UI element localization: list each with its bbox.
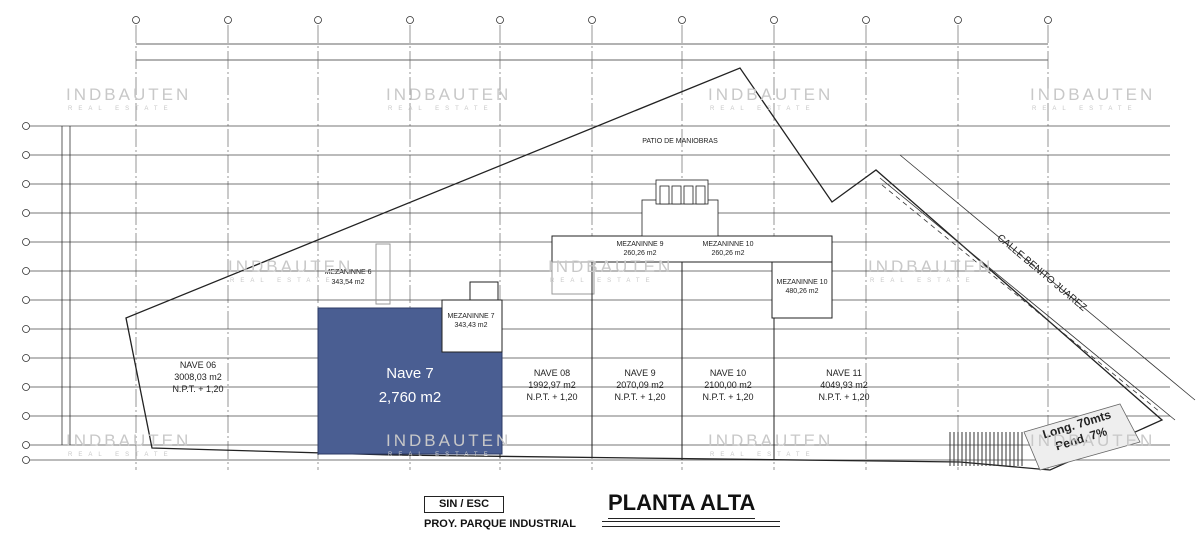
- nave-9-label: NAVE 9 2070,09 m2 N.P.T. + 1,20: [614, 368, 665, 402]
- nave-9-npt: N.P.T. + 1,20: [614, 392, 665, 402]
- watermarks: INDBAUTEN REAL ESTATE INDBAUTEN REAL EST…: [66, 85, 1155, 458]
- svg-text:343,43 m2: 343,43 m2: [454, 322, 487, 329]
- svg-text:INDBAUTEN: INDBAUTEN: [1030, 431, 1155, 450]
- svg-text:260,26 m2: 260,26 m2: [623, 250, 656, 257]
- nave-9-area: 2070,09 m2: [616, 380, 664, 390]
- mezzanine-6-label: MEZANINNE 6 343,54 m2: [324, 269, 371, 286]
- nave-10-label: NAVE 10 2100,00 m2 N.P.T. + 1,20: [702, 368, 753, 402]
- nave-10-area: 2100,00 m2: [704, 380, 752, 390]
- hatch-area: [949, 432, 1023, 466]
- svg-text:MEZANINNE 10: MEZANINNE 10: [777, 279, 828, 286]
- svg-text:260,26 m2: 260,26 m2: [711, 250, 744, 257]
- nave-11-area: 4049,93 m2: [820, 380, 868, 390]
- project-label: PROY. PARQUE INDUSTRIAL: [424, 518, 576, 530]
- nave-08-name: NAVE 08: [534, 368, 570, 378]
- nave-08-label: NAVE 08 1992,97 m2 N.P.T. + 1,20: [526, 368, 577, 402]
- svg-text:MEZANINNE 6: MEZANINNE 6: [324, 269, 371, 276]
- svg-text:480,26 m2: 480,26 m2: [785, 288, 818, 295]
- project-label-text: PROY. PARQUE INDUSTRIAL: [424, 518, 576, 530]
- svg-text:REAL ESTATE: REAL ESTATE: [68, 452, 174, 458]
- svg-text:REAL ESTATE: REAL ESTATE: [870, 278, 976, 284]
- nave-06-label: NAVE 06 3008,03 m2 N.P.T. + 1,20: [172, 360, 223, 394]
- project-underline: [602, 521, 780, 527]
- svg-text:INDBAUTEN: INDBAUTEN: [386, 85, 511, 104]
- mezzanine-10-label: MEZANINNE 10 260,26 m2: [703, 241, 754, 257]
- svg-text:INDBAUTEN: INDBAUTEN: [708, 431, 833, 450]
- nave-10-name: NAVE 10: [710, 368, 746, 378]
- svg-text:REAL ESTATE: REAL ESTATE: [710, 106, 816, 112]
- nave-7-name: Nave 7: [386, 365, 434, 382]
- nave-06-name: NAVE 06: [180, 360, 216, 370]
- plan-title-text: PLANTA ALTA: [608, 490, 756, 515]
- svg-text:REAL ESTATE: REAL ESTATE: [1032, 106, 1138, 112]
- svg-text:MEZANINNE 9: MEZANINNE 9: [616, 241, 663, 248]
- nave-11-label: NAVE 11 4049,93 m2 N.P.T. + 1,20: [818, 368, 869, 402]
- mezzanine-7-label: MEZANINNE 7 343,43 m2: [447, 313, 494, 329]
- svg-text:REAL ESTATE: REAL ESTATE: [68, 106, 174, 112]
- nave-06-npt: N.P.T. + 1,20: [172, 384, 223, 394]
- svg-text:REAL ESTATE: REAL ESTATE: [230, 278, 336, 284]
- nave-11-name: NAVE 11: [826, 368, 862, 378]
- nave-08-area: 1992,97 m2: [528, 380, 576, 390]
- ramp-box: [1023, 403, 1141, 471]
- nave-06-area: 3008,03 m2: [174, 372, 222, 382]
- svg-text:MEZANINNE 7: MEZANINNE 7: [447, 313, 494, 320]
- plan-title: PLANTA ALTA: [608, 490, 756, 522]
- stairs-block: [641, 179, 719, 237]
- grid-bubbles: [22, 16, 1052, 464]
- svg-text:INDBAUTEN: INDBAUTEN: [228, 257, 353, 276]
- mezzanine-10b-label: MEZANINNE 10 480,26 m2: [777, 279, 828, 295]
- svg-text:INDBAUTEN: INDBAUTEN: [868, 257, 993, 276]
- svg-text:343,54 m2: 343,54 m2: [331, 279, 364, 286]
- nave-9-name: NAVE 9: [624, 368, 655, 378]
- street-lines: [879, 154, 1196, 421]
- mezzanine-9-label: MEZANINNE 9 260,26 m2: [616, 241, 663, 257]
- svg-text:REAL ESTATE: REAL ESTATE: [550, 278, 656, 284]
- svg-text:REAL ESTATE: REAL ESTATE: [388, 452, 494, 458]
- svg-text:INDBAUTEN: INDBAUTEN: [66, 431, 191, 450]
- left-rail: [61, 126, 71, 445]
- svg-text:REAL ESTATE: REAL ESTATE: [388, 106, 494, 112]
- nave-10-npt: N.P.T. + 1,20: [702, 392, 753, 402]
- svg-text:INDBAUTEN: INDBAUTEN: [1030, 85, 1155, 104]
- svg-text:INDBAUTEN: INDBAUTEN: [386, 431, 511, 450]
- scale-label: SIN / ESC: [438, 498, 490, 510]
- svg-text:MEZANINNE 10: MEZANINNE 10: [703, 241, 754, 248]
- nave-7-area: 2,760 m2: [379, 389, 442, 406]
- svg-text:INDBAUTEN: INDBAUTEN: [548, 257, 673, 276]
- nave-08-npt: N.P.T. + 1,20: [526, 392, 577, 402]
- svg-text:INDBAUTEN: INDBAUTEN: [708, 85, 833, 104]
- horizontal-grid-axes: [28, 125, 1170, 461]
- patio-label: PATIO DE MANIOBRAS: [642, 138, 718, 145]
- nave-11-npt: N.P.T. + 1,20: [818, 392, 869, 402]
- svg-text:INDBAUTEN: INDBAUTEN: [66, 85, 191, 104]
- street-label: CALLE BENITO JUAREZ: [995, 232, 1089, 313]
- scale-box: SIN / ESC: [424, 496, 504, 513]
- mezzanine-7-inset: [441, 299, 503, 353]
- svg-text:REAL ESTATE: REAL ESTATE: [710, 452, 816, 458]
